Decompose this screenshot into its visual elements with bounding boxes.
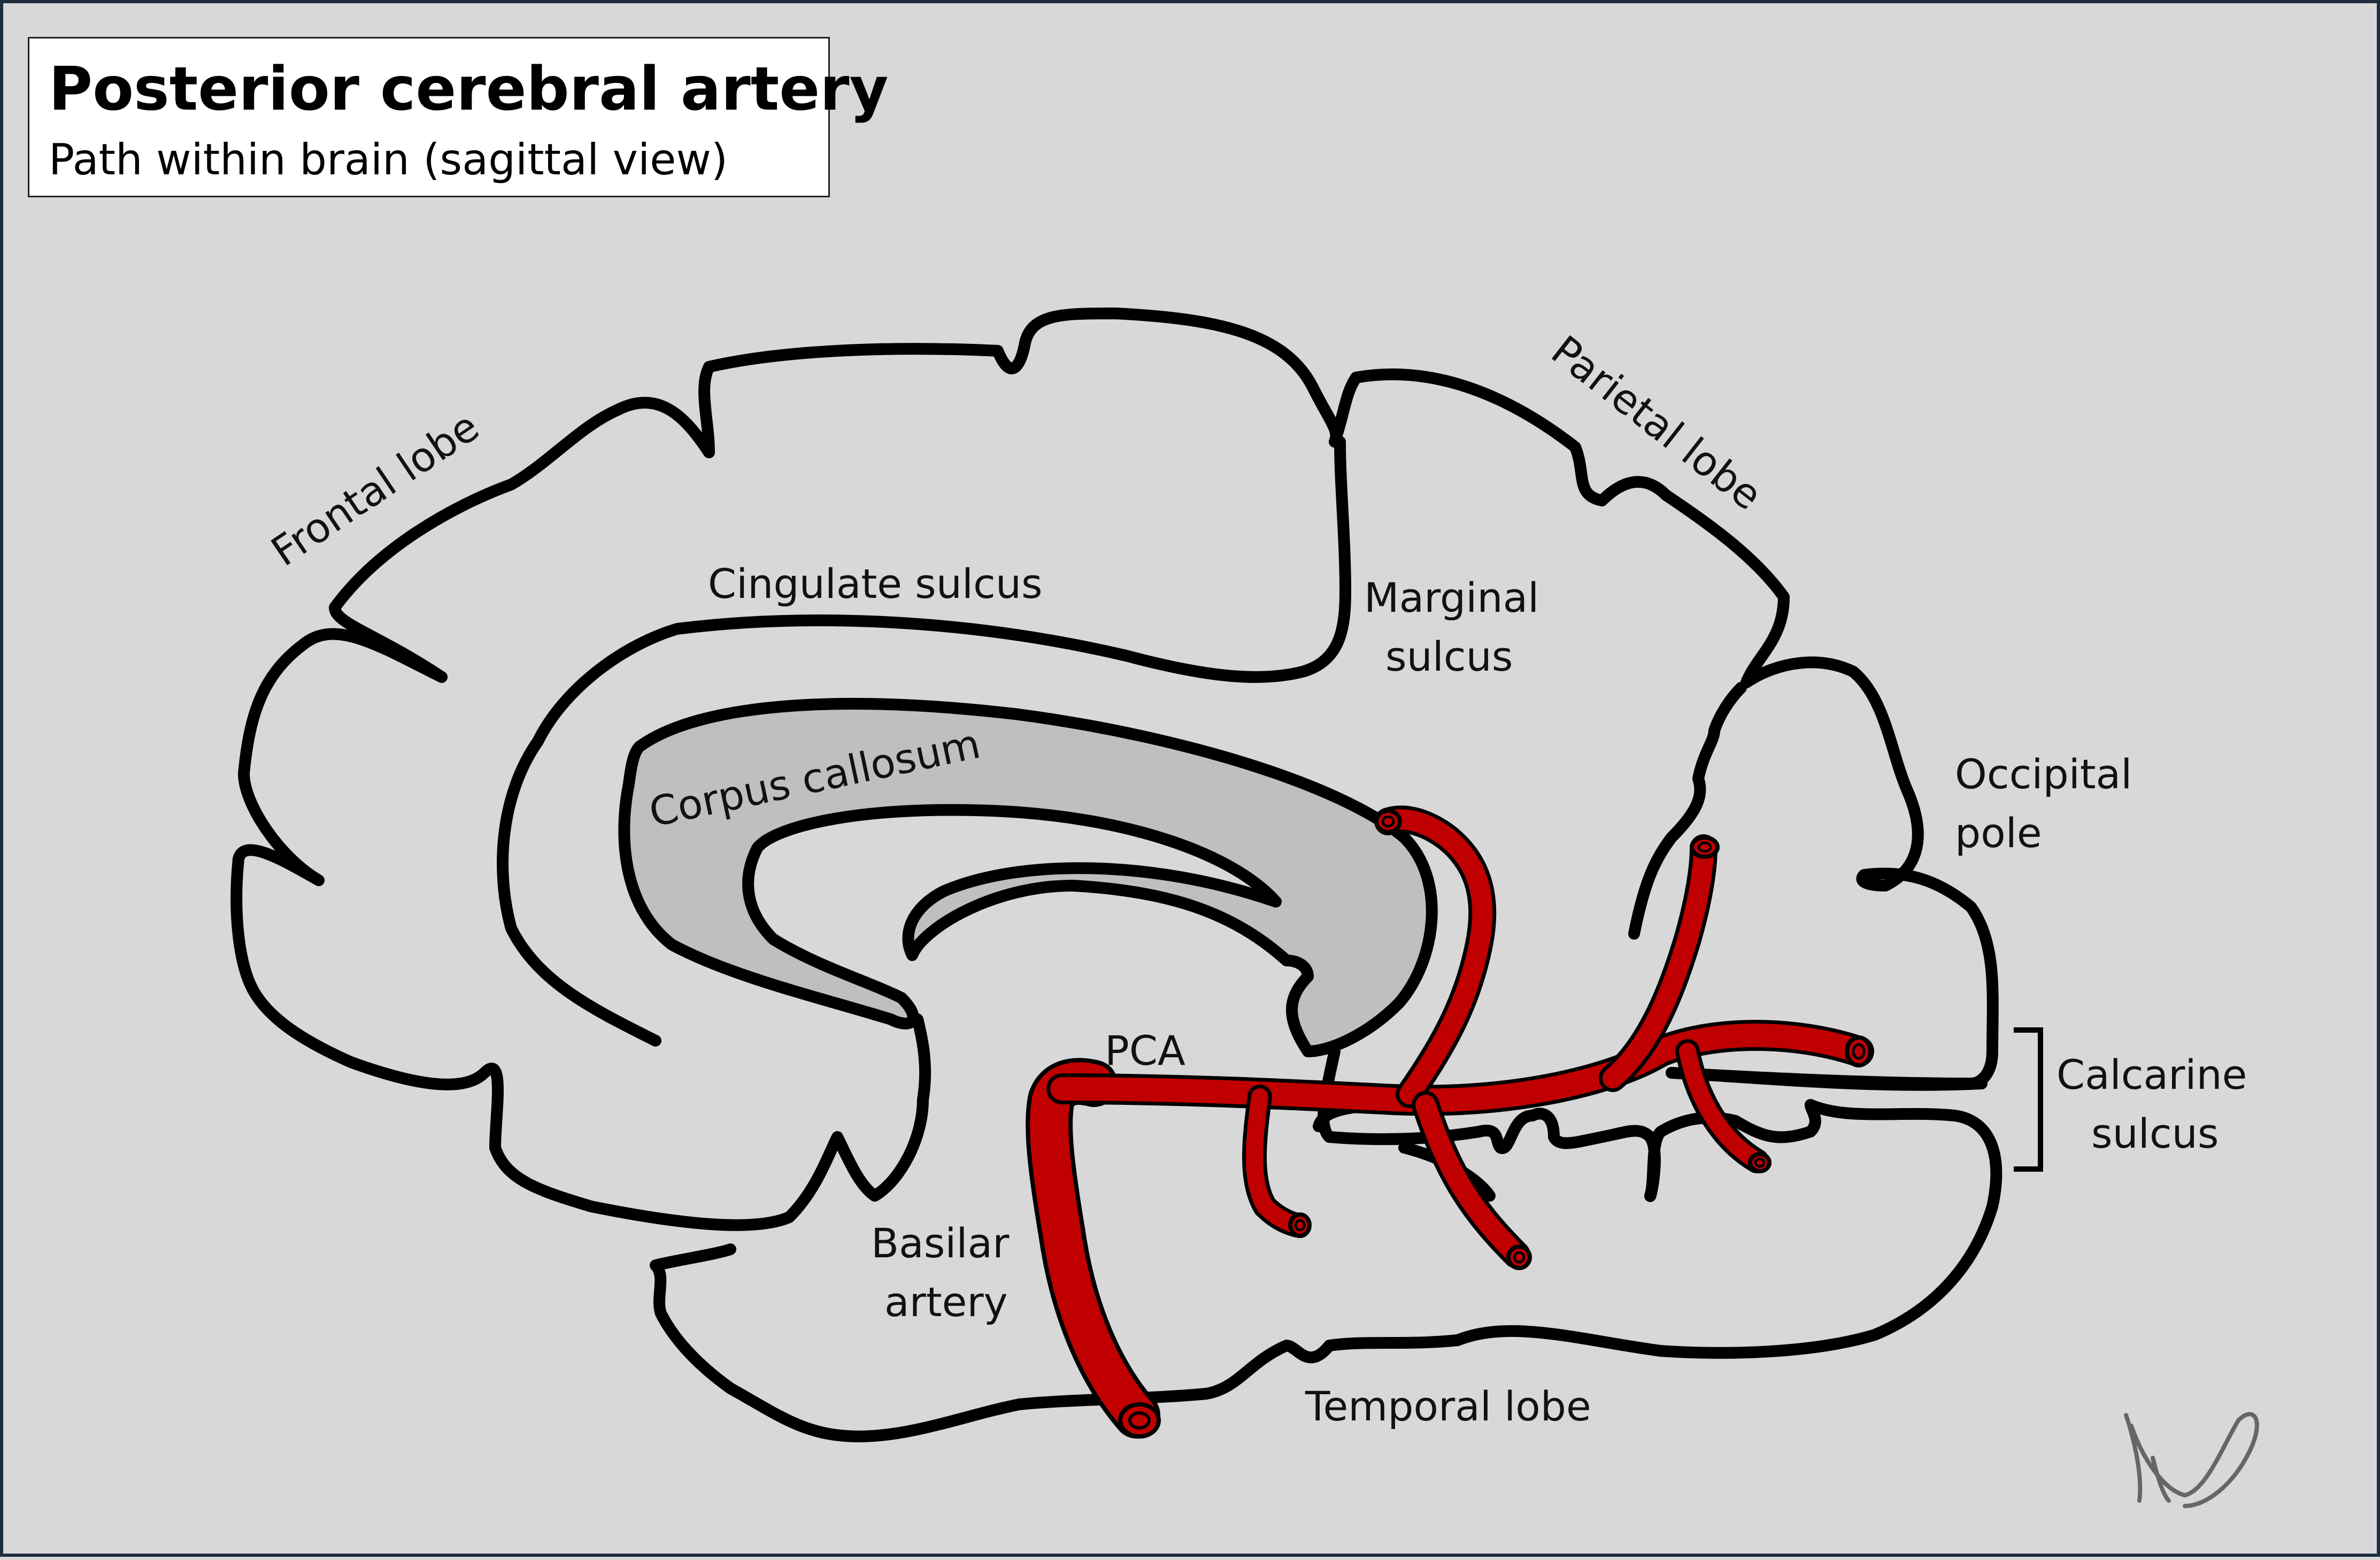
calcarine-upper-line	[1666, 1067, 1988, 1091]
temporal-anterior-cut-end	[1288, 1212, 1312, 1238]
calcarine-bracket	[2014, 1027, 2043, 1172]
marginal-sulcus-label-line1: Marginal	[1364, 574, 1539, 621]
basilar-artery-label-line2: artery	[884, 1278, 1008, 1326]
basilar-artery-label-line1: Basilar	[871, 1219, 1010, 1267]
diagram-subtitle: Path within brain (sagittal view)	[49, 135, 728, 185]
splenial-cut-end	[1374, 809, 1402, 834]
occipital-pole-label-line1: Occipital	[1955, 750, 2132, 798]
cerebral-outline	[329, 308, 1999, 1089]
cingulate-sulcus-line	[497, 436, 1351, 1047]
posterior-cerebral-artery	[1026, 805, 1874, 1439]
occipital-pole-label-line2: pole	[1955, 809, 2042, 857]
calcarine-sulcus-label-line2: sulcus	[2091, 1110, 2219, 1157]
temporal-outline	[650, 1099, 2002, 1442]
frontal-lobe-label: Frontal lobe	[263, 402, 487, 575]
calcarine-cut-end	[1748, 1152, 1771, 1173]
pca-label: PCA	[1105, 1027, 1185, 1074]
title-box: Posterior cerebral artery Path within br…	[28, 37, 888, 197]
pca-cut-end	[1845, 1035, 1873, 1067]
cingulate-sulcus-label: Cingulate sulcus	[708, 560, 1043, 608]
calcarine-sulcus-label-line1: Calcarine	[2056, 1051, 2247, 1098]
parieto-occipital-sulcus	[1628, 682, 1747, 940]
parieto-occipital-cut-end	[1690, 835, 1720, 859]
basilar-cut-end	[1118, 1402, 1161, 1439]
diagram-title: Posterior cerebral artery	[49, 55, 889, 124]
frontal-lower-outline	[230, 628, 931, 1231]
artist-signature	[2124, 1412, 2259, 1508]
temporal-posterior-cut-end	[1506, 1244, 1532, 1270]
temporal-lobe-label: Temporal lobe	[1305, 1382, 1591, 1430]
corpus-callosum-shape	[618, 698, 1438, 1057]
marginal-sulcus-label-line2: sulcus	[1385, 633, 1513, 680]
brain-diagram: Frontal lobe Parietal lobe Cingulate sul…	[230, 308, 2259, 1508]
